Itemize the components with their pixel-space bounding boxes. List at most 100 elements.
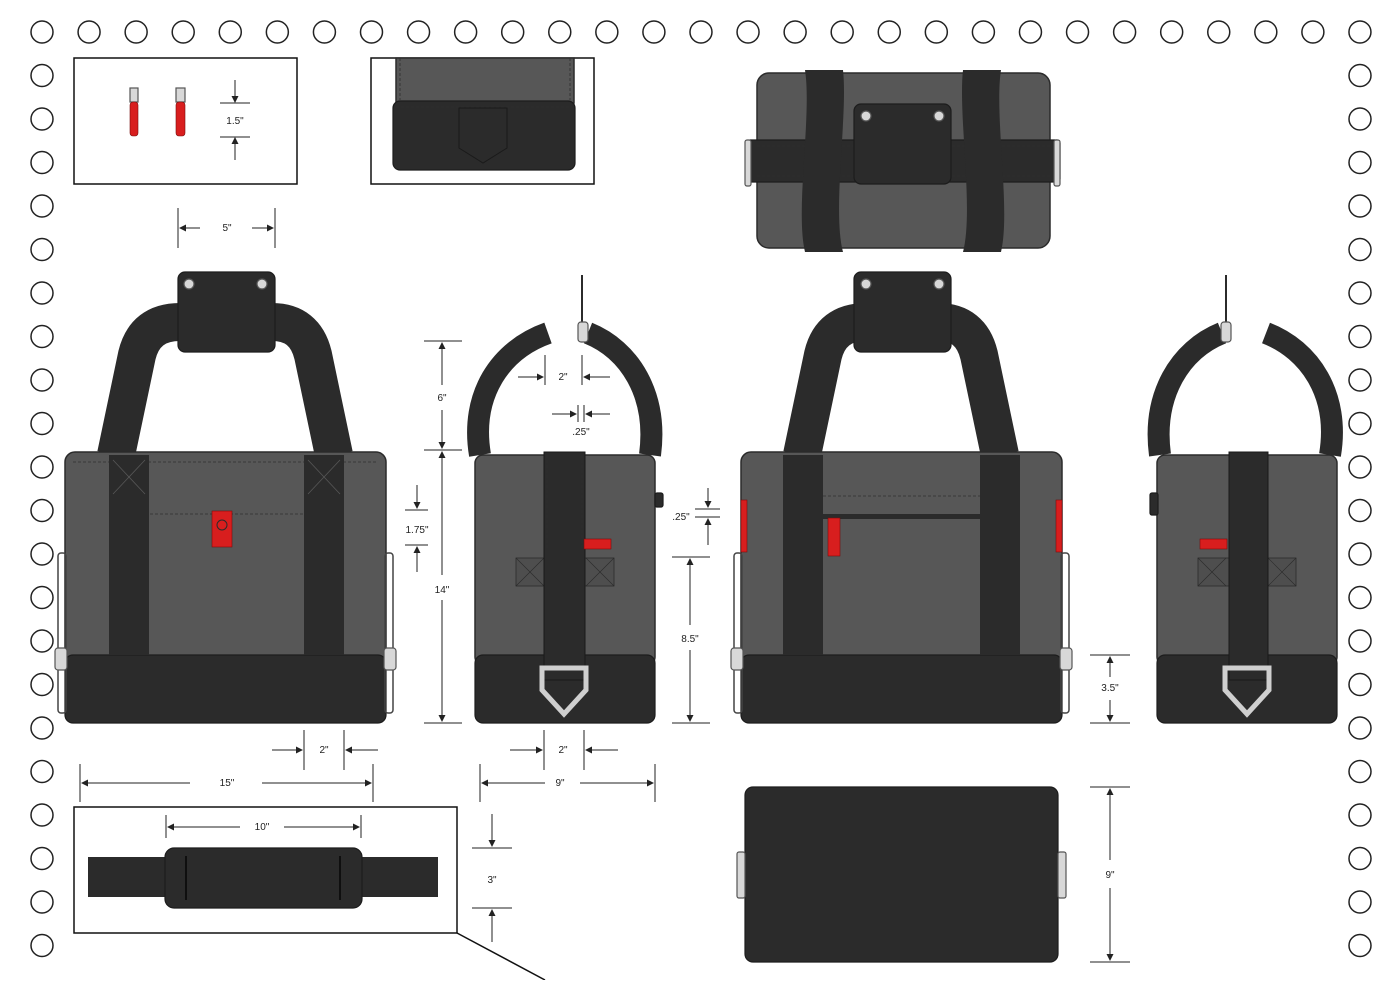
- border-ring: [77, 20, 101, 44]
- border-ring: [30, 803, 54, 827]
- border-ring: [312, 20, 337, 44]
- border-ring: [265, 20, 290, 44]
- border-ring: [30, 542, 54, 566]
- border-ring: [1207, 20, 1231, 44]
- dim-side-strap: 2": [558, 745, 568, 756]
- dim-body-height: 14": [435, 585, 450, 596]
- border-ring: [1348, 20, 1372, 44]
- border-ring: [500, 20, 525, 44]
- border-ring: [171, 20, 195, 44]
- dim-bottom-depth: 9": [1105, 870, 1115, 881]
- border-ring: [1348, 368, 1372, 392]
- dim-side-width: 9": [555, 778, 565, 789]
- border-ring: [736, 20, 760, 44]
- dim-strap-width: 2": [558, 372, 568, 383]
- border-ring: [689, 20, 713, 44]
- border-ring: [124, 20, 148, 44]
- border-ring: [1159, 20, 1184, 44]
- border-ring: [1348, 63, 1372, 88]
- border-ring: [924, 20, 949, 44]
- border-ring: [1348, 803, 1372, 827]
- border-ring: [1348, 672, 1372, 697]
- dim-front-strap: 2": [319, 745, 329, 756]
- border-ring: [548, 20, 572, 44]
- zipper-pull-detail: 1.5": [73, 57, 298, 185]
- border-ring: [30, 455, 54, 479]
- border-ring: [1018, 20, 1043, 44]
- border-ring: [453, 20, 478, 44]
- bag-top-view: [744, 70, 1061, 252]
- border-ring: [1348, 455, 1372, 479]
- dim-base-height: 3.5": [1101, 683, 1119, 694]
- border-ring: [406, 20, 431, 44]
- border-ring: [1254, 20, 1278, 44]
- border-ring: [30, 107, 54, 131]
- border-ring: [1348, 237, 1372, 262]
- border-ring: [1348, 150, 1372, 175]
- border-ring: [1348, 890, 1372, 914]
- pocket-detail: [370, 57, 595, 185]
- dim-handle-tab: 5": [222, 223, 232, 234]
- border-ring: [642, 20, 666, 44]
- border-ring: [1348, 411, 1372, 436]
- border-ring: [1301, 20, 1325, 44]
- detail-frame: [73, 806, 458, 934]
- border-ring: [1348, 498, 1372, 523]
- brand-logo-patch: [211, 510, 233, 548]
- bag-back-view: [730, 271, 1073, 724]
- border-ring: [1348, 107, 1372, 131]
- border-ring: [30, 411, 54, 436]
- border-ring: [30, 890, 54, 914]
- detail-frame: [73, 57, 298, 185]
- border-ring: [30, 759, 54, 784]
- border-ring: [877, 20, 902, 44]
- dim-pocket-height: 1.75": [405, 525, 428, 536]
- border-ring: [1348, 542, 1372, 566]
- border-ring: [783, 20, 807, 44]
- bag-bottom-view: [736, 786, 1067, 963]
- dim-handle-drop: 6": [437, 393, 447, 404]
- zipper-pull-icon: [129, 87, 139, 137]
- border-ring: [1112, 20, 1137, 44]
- border-ring: [1348, 716, 1372, 740]
- border-ring: [218, 20, 243, 44]
- border-ring: [1348, 759, 1372, 784]
- border-ring: [971, 20, 996, 44]
- border-ring: [30, 237, 54, 262]
- border-ring: [1348, 629, 1372, 653]
- dim-zipper-pull: 1.5": [226, 116, 244, 127]
- border-ring: [1065, 20, 1090, 44]
- border-ring: [30, 629, 54, 653]
- border-ring: [30, 63, 54, 88]
- border-ring: [30, 585, 54, 610]
- border-ring: [30, 324, 54, 349]
- border-ring: [595, 20, 619, 44]
- border-ring: [30, 368, 54, 392]
- border-ring: [30, 281, 54, 305]
- border-ring: [1348, 324, 1372, 349]
- border-ring: [30, 20, 54, 44]
- border-ring: [359, 20, 384, 44]
- dim-pad-width: 10": [255, 822, 270, 833]
- dim-strap-gap: .25": [572, 427, 590, 438]
- border-ring: [30, 150, 54, 175]
- border-ring: [1348, 933, 1372, 958]
- border-ring: [30, 716, 54, 740]
- border-ring: [30, 933, 54, 958]
- dim-pad-height: 3": [487, 875, 497, 886]
- border-ring: [1348, 585, 1372, 610]
- dim-top-gap: .25": [672, 512, 690, 523]
- border-ring: [1348, 194, 1372, 218]
- dim-side-height: 8.5": [681, 634, 699, 645]
- bag-front-view: [54, 271, 397, 724]
- border-ring: [30, 194, 54, 218]
- zipper-pull-icon: [175, 87, 186, 137]
- bag-side-view: [467, 275, 664, 724]
- border-ring: [30, 846, 54, 871]
- dim-front-width: 15": [220, 778, 235, 789]
- border-ring: [1348, 281, 1372, 305]
- shoulder-pad-detail: [73, 806, 546, 981]
- border-ring: [830, 20, 854, 44]
